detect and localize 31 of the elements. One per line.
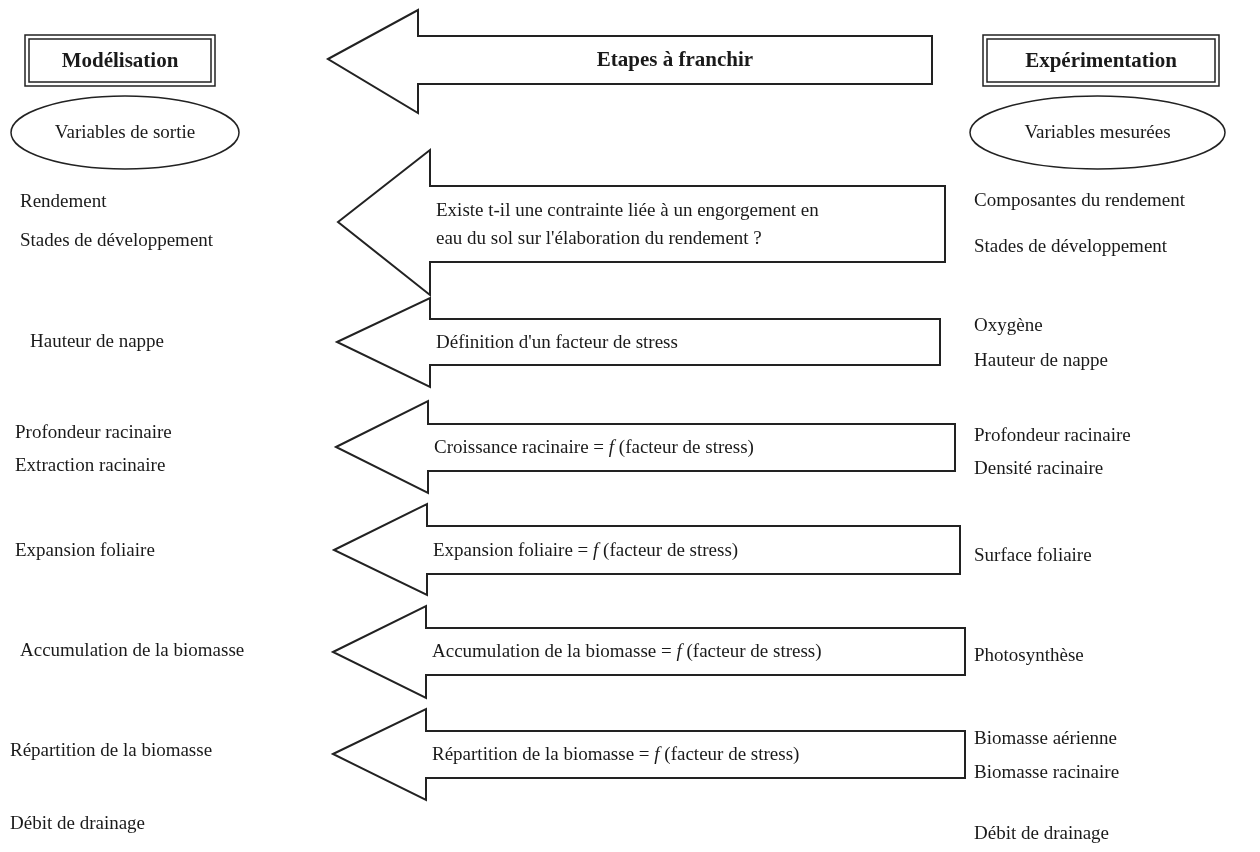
variable-label: Biomasse aérienne bbox=[974, 727, 1117, 749]
variable-label: Rendement bbox=[20, 190, 107, 212]
ellipse-text: Variables de sortie bbox=[54, 120, 196, 145]
variable-label: Expansion foliaire bbox=[15, 539, 155, 561]
variable-label: Stades de développement bbox=[974, 235, 1168, 257]
variable-label: Stades de développement bbox=[20, 229, 214, 251]
variable-label: Biomasse racinaire bbox=[974, 761, 1120, 783]
section-heading: Modélisation bbox=[61, 46, 179, 74]
arrow-text: Expansion foliaire = f (facteur de stress) bbox=[433, 537, 739, 562]
variable-label: Densité racinaire bbox=[974, 457, 1104, 479]
variable-label: Composantes du rendement bbox=[974, 189, 1186, 211]
section-heading: Expérimentation bbox=[1025, 46, 1177, 74]
variable-label: Débit de drainage bbox=[10, 812, 146, 834]
variable-label: Accumulation de la biomasse bbox=[20, 639, 245, 661]
variable-label: Extraction racinaire bbox=[15, 454, 166, 476]
arrow-text: Existe t-il une contrainte liée à un engorgement en eau du sol sur l'élaboration du rendement ? bbox=[436, 197, 820, 250]
arrow-text: Croissance racinaire = f (facteur de stress) bbox=[434, 435, 754, 460]
variable-label: Oxygène bbox=[974, 314, 1043, 336]
variable-label: Hauteur de nappe bbox=[30, 330, 164, 352]
arrow-text: Etapes à franchir bbox=[596, 46, 754, 74]
variable-label: Surface foliaire bbox=[974, 544, 1092, 566]
arrow-text: Définition d'un facteur de stress bbox=[436, 329, 678, 354]
variable-label: Profondeur racinaire bbox=[974, 424, 1131, 446]
variable-label: Hauteur de nappe bbox=[974, 349, 1108, 371]
ellipse-text: Variables mesurées bbox=[1024, 120, 1171, 145]
variable-label: Photosynthèse bbox=[974, 644, 1084, 666]
variable-label: Débit de drainage bbox=[974, 822, 1110, 844]
variable-label: Répartition de la biomasse bbox=[10, 739, 213, 761]
arrow-text: Répartition de la biomasse = f (facteur de stress) bbox=[432, 742, 800, 767]
arrow-text: Accumulation de la biomasse = f (facteur de stress) bbox=[432, 639, 822, 664]
variable-label: Profondeur racinaire bbox=[15, 421, 172, 443]
